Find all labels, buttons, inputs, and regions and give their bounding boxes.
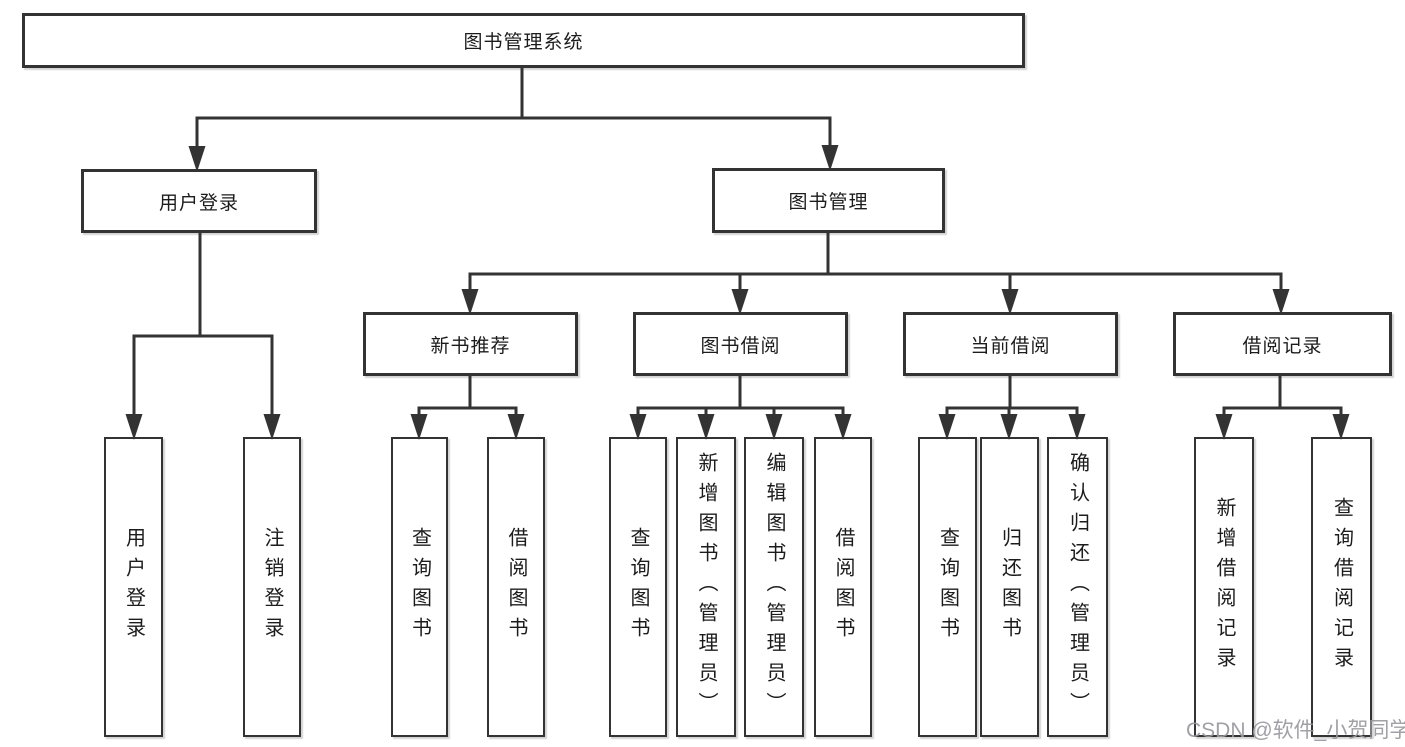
node-user-login: 用户登录 bbox=[81, 169, 317, 233]
node-new-book-recommend: 新书推荐 bbox=[363, 312, 578, 376]
leaf-confirm-return-admin: 确认归还（管理员） bbox=[1047, 437, 1108, 737]
connector-borrow-records-to-leaves bbox=[1215, 376, 1350, 440]
leaf-label: 新增图书（管理员） bbox=[695, 452, 717, 722]
leaf-add-book-admin: 新增图书（管理员） bbox=[676, 437, 736, 737]
connector-book-borrow-to-leaves bbox=[629, 376, 852, 440]
leaf-edit-book-admin: 编辑图书（管理员） bbox=[744, 437, 804, 737]
leaf-query-books-current: 查询图书 bbox=[918, 437, 977, 737]
node-current-borrow: 当前借阅 bbox=[903, 312, 1118, 376]
node-label: 新书推荐 bbox=[430, 335, 511, 357]
leaf-label: 新增借阅记录 bbox=[1213, 497, 1235, 677]
leaf-label: 用户登录 bbox=[122, 527, 145, 647]
leaf-label: 查询图书 bbox=[936, 527, 959, 647]
node-book-management: 图书管理 bbox=[712, 168, 945, 233]
node-label: 图书借阅 bbox=[700, 335, 781, 357]
connector-new-book-recommend-to-leaves bbox=[410, 376, 525, 440]
leaf-query-borrow-record: 查询借阅记录 bbox=[1311, 437, 1372, 737]
connector-root-to-level2 bbox=[188, 68, 839, 172]
leaf-label: 查询图书 bbox=[627, 527, 649, 647]
leaf-borrow-books: 借阅图书 bbox=[814, 437, 872, 737]
leaf-label: 借阅图书 bbox=[832, 527, 854, 647]
leaf-label: 查询图书 bbox=[408, 527, 431, 647]
leaf-borrow-books-recommend: 借阅图书 bbox=[487, 437, 545, 737]
connector-current-borrow-to-leaves bbox=[938, 376, 1086, 440]
leaf-logout: 注销登录 bbox=[243, 437, 301, 737]
node-label: 图书管理系统 bbox=[463, 32, 584, 53]
leaf-user-login: 用户登录 bbox=[104, 437, 163, 737]
leaf-query-books-recommend: 查询图书 bbox=[391, 437, 448, 737]
node-borrow-records: 借阅记录 bbox=[1173, 312, 1392, 376]
node-label: 用户登录 bbox=[158, 192, 239, 214]
connector-book-management-to-level3 bbox=[461, 233, 1290, 315]
leaf-label: 归还图书 bbox=[998, 527, 1021, 647]
node-book-borrow: 图书借阅 bbox=[633, 312, 848, 376]
node-label: 图书管理 bbox=[788, 192, 869, 213]
leaf-query-books-borrow: 查询图书 bbox=[609, 437, 667, 737]
leaf-return-book: 归还图书 bbox=[980, 437, 1039, 737]
leaf-label: 借阅图书 bbox=[505, 527, 527, 647]
leaf-label: 查询借阅记录 bbox=[1330, 497, 1353, 677]
node-label: 当前借阅 bbox=[970, 335, 1051, 357]
node-label: 借阅记录 bbox=[1242, 335, 1323, 357]
node-root-system: 图书管理系统 bbox=[22, 13, 1025, 68]
leaf-label: 注销登录 bbox=[261, 527, 283, 647]
connector-user-login-to-leaves bbox=[125, 233, 281, 440]
csdn-watermark: CSDN @软件_小贺同学 bbox=[1186, 719, 1405, 742]
leaf-add-borrow-record: 新增借阅记录 bbox=[1194, 437, 1254, 737]
leaf-label: 编辑图书（管理员） bbox=[763, 452, 785, 722]
leaf-label: 确认归还（管理员） bbox=[1066, 452, 1089, 722]
